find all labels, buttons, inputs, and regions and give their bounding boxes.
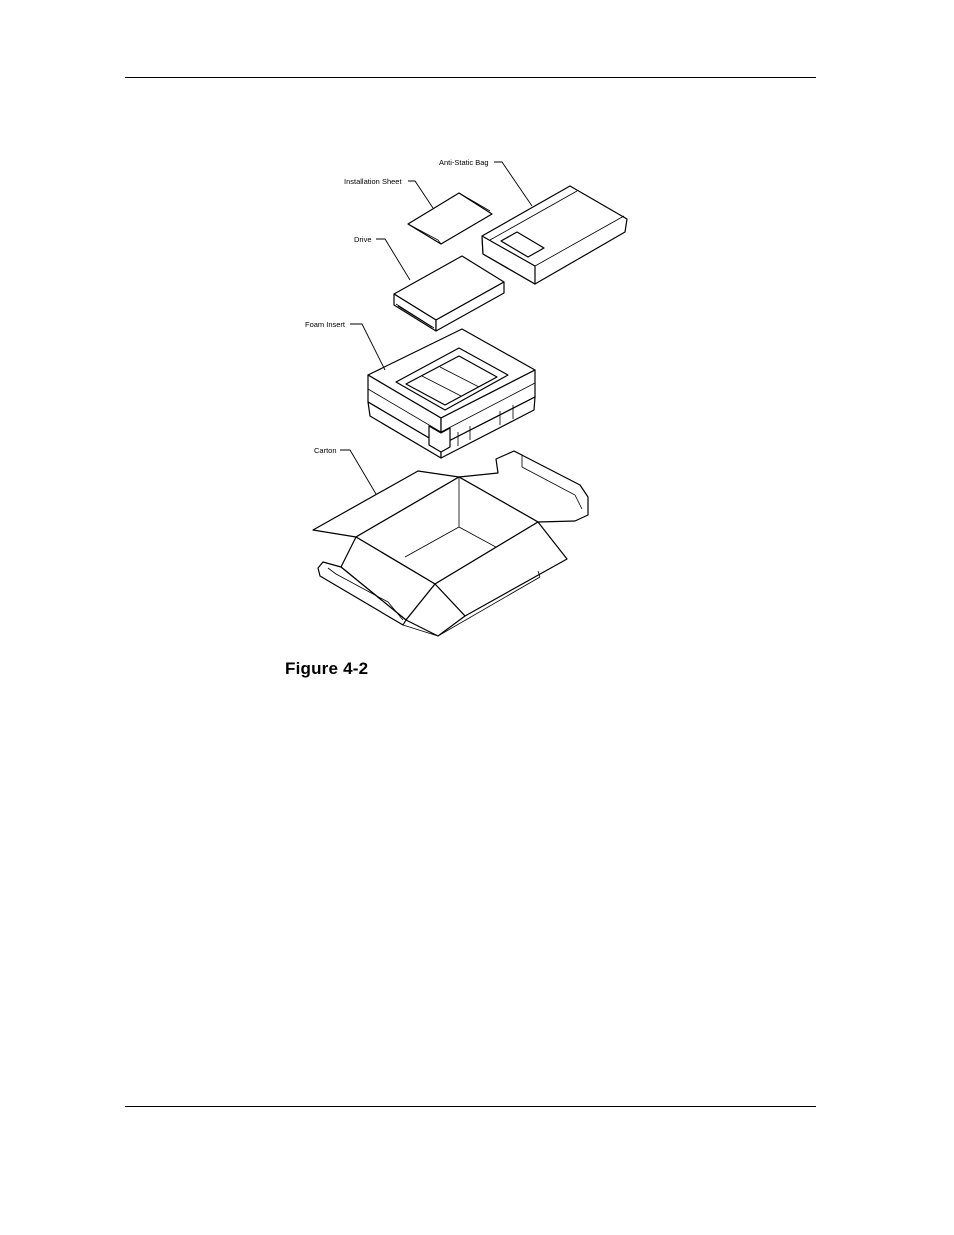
callout-installation-sheet: Installation Sheet [344,177,402,186]
drive-drawing [393,255,505,332]
footer-rule [125,1106,816,1107]
carton-drawing [312,450,589,637]
callout-carton: Carton [314,446,337,455]
foam-insert-drawing [367,328,536,459]
installation-sheet-drawing [407,192,493,245]
header-rule [125,77,816,78]
callout-foam-insert: Foam Insert [305,320,346,329]
anti-static-bag-drawing [481,185,628,285]
leader-lines [340,161,533,495]
callout-drive: Drive [354,235,372,244]
figure-caption: Figure 4-2 [285,659,369,678]
callout-anti-static-bag: Anti-Static Bag [439,158,489,167]
